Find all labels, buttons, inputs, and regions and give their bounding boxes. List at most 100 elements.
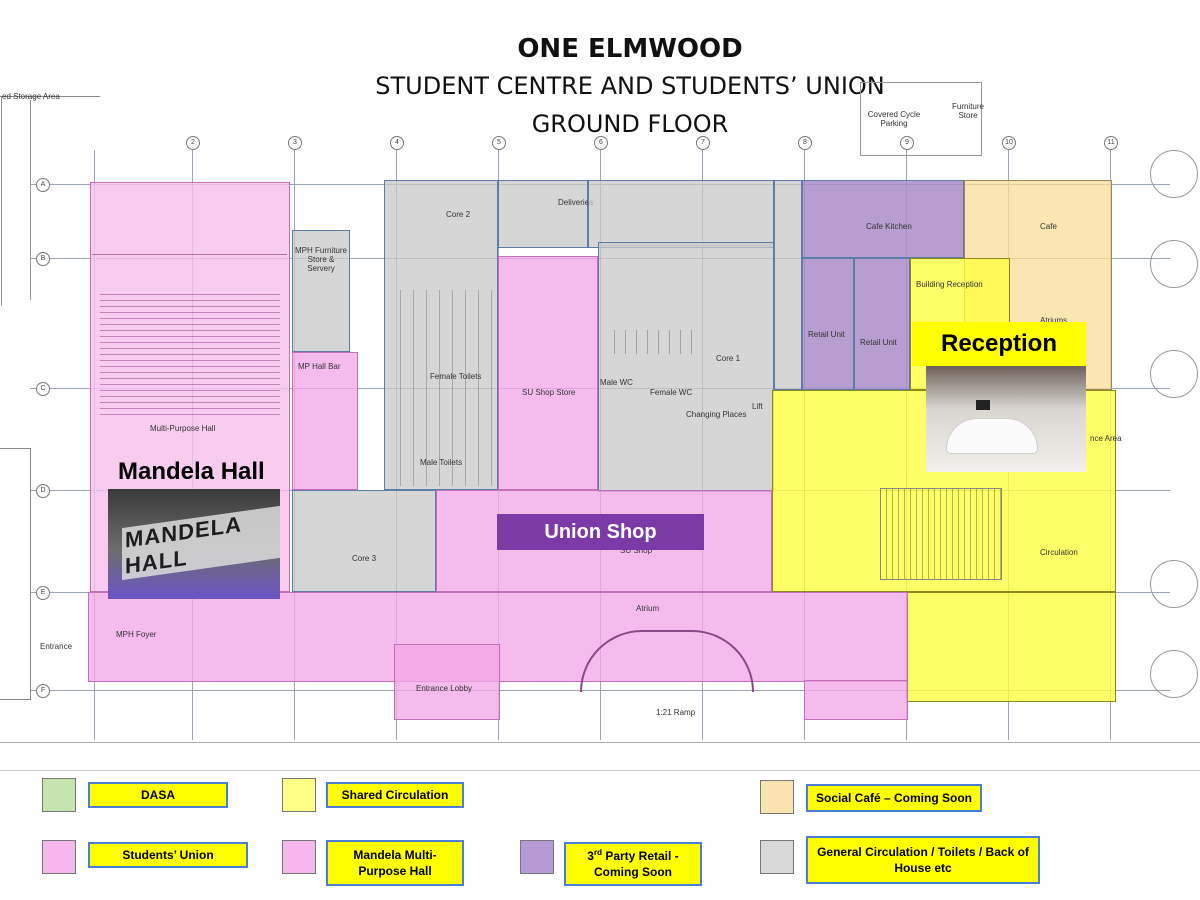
legend-swatch-dasa: [42, 778, 76, 812]
grid-marker: 6: [594, 136, 608, 150]
legend-retail-number: 3: [587, 848, 594, 863]
su-shop-store-zone: [498, 256, 598, 490]
site-line: [0, 448, 31, 700]
room-label: Entrance Lobby: [416, 684, 473, 693]
room-label: ed Storage Area: [2, 92, 60, 101]
cafe-kitchen-zone: [802, 180, 964, 258]
legend-label-social-cafe: Social Café – Coming Soon: [806, 784, 982, 812]
grid-marker: 3: [288, 136, 302, 150]
mandela-hall-label: Mandela Hall: [118, 458, 265, 485]
retail-unit-2-zone: [854, 258, 910, 390]
grid-marker: A: [36, 178, 50, 192]
room-label: Core 2: [446, 210, 471, 219]
reception-desk: [946, 418, 1038, 454]
union-shop-label: Union Shop: [497, 514, 704, 550]
legend-swatch-general-circulation: [760, 840, 794, 874]
legend-swatch-mandela-hall: [282, 840, 316, 874]
room-label: Retail Unit: [808, 330, 845, 339]
room-label: Cafe: [1040, 222, 1057, 231]
legend-swatch-shared-circulation: [282, 778, 316, 812]
grid-marker: D: [36, 484, 50, 498]
grid-marker: E: [36, 586, 50, 600]
floor-name: GROUND FLOOR: [531, 110, 729, 138]
grid-marker: 8: [798, 136, 812, 150]
map-title: ONE ELMWOOD: [517, 34, 743, 64]
room-label: Male WC: [600, 378, 633, 387]
room-label: Male Toilets: [420, 458, 463, 467]
room-label: 1:21 Ramp: [656, 708, 696, 717]
seating-block: [100, 290, 280, 420]
site-line: [0, 742, 1200, 743]
grid-marker: 9: [900, 136, 914, 150]
core-3-zone: [292, 490, 436, 592]
legend-label-dasa: DASA: [88, 782, 228, 808]
core-1-wc-zone: [598, 242, 774, 492]
tree-icon: [1150, 150, 1198, 198]
legend-label-students-union: Students’ Union: [88, 842, 248, 868]
legend-swatch-students-union: [42, 840, 76, 874]
room-label: Lift: [752, 402, 763, 411]
room-label: Retail Unit: [860, 338, 897, 347]
grid-marker: B: [36, 252, 50, 266]
room-label: Core 3: [352, 554, 377, 563]
entrance-lobby-zone: [394, 644, 500, 720]
room-label: Cafe Kitchen: [866, 222, 912, 231]
room-label: nce Area: [1090, 434, 1122, 443]
room-label: MPH Foyer: [116, 630, 157, 639]
staircase: [880, 488, 1002, 580]
grid-marker: 2: [186, 136, 200, 150]
room-label: Female Toilets: [430, 372, 482, 381]
back-of-house-zone: [588, 180, 774, 248]
retail-unit-1-zone: [802, 258, 854, 390]
room-label: Deliveries: [558, 198, 594, 207]
grid-marker: F: [36, 684, 50, 698]
grid-marker: 7: [696, 136, 710, 150]
service-zone: [774, 180, 802, 390]
stage-outline: [92, 186, 287, 255]
site-line: [860, 82, 982, 156]
legend-retail-suffix: rd: [593, 847, 602, 857]
map-subtitle: STUDENT CENTRE AND STUDENTS’ UNION: [375, 72, 885, 100]
room-label: MPH Furniture Store & Servery: [294, 246, 347, 273]
grid-marker: 5: [492, 136, 506, 150]
core-2-toilets-zone: [384, 180, 498, 490]
room-label: MP Hall Bar: [298, 362, 341, 371]
room-label: Female WC: [650, 388, 693, 397]
grid-marker: 4: [390, 136, 404, 150]
legend-label-shared-circulation: Shared Circulation: [326, 782, 464, 808]
room-label: Entrance: [40, 642, 73, 651]
room-label: Atriums: [1040, 316, 1068, 325]
furniture-store-zone: [292, 230, 350, 352]
room-label: Furniture Store: [951, 102, 984, 120]
mandela-hall-photo: MANDELA HALL: [108, 489, 280, 599]
room-label: SU Shop: [620, 546, 653, 555]
room-label: Atrium: [636, 604, 660, 613]
wc-cubicles: [604, 330, 694, 354]
mp-hall-bar-zone: [292, 352, 358, 490]
room-label: Core 1: [716, 354, 741, 363]
tree-icon: [1150, 650, 1198, 698]
legend-label-third-party-retail: 3rd Party Retail - Coming Soon: [564, 842, 702, 886]
toilet-cubicles: [388, 290, 494, 486]
tree-icon: [1150, 350, 1198, 398]
grid-marker: C: [36, 382, 50, 396]
tree-icon: [1150, 240, 1198, 288]
reception-label: Reception: [912, 322, 1086, 366]
room-label: SU Shop Store: [522, 388, 576, 397]
room-label: Covered Cycle Parking: [867, 110, 921, 128]
atrium-extension-zone: [804, 680, 908, 720]
room-label: Multi-Purpose Hall: [150, 424, 216, 433]
legend-swatch-social-cafe: [760, 780, 794, 814]
legend-label-mandela-hall: Mandela Multi-Purpose Hall: [326, 840, 464, 886]
grid-marker: 10: [1002, 136, 1016, 150]
tree-icon: [1150, 560, 1198, 608]
wall-screen: [976, 400, 990, 410]
room-label: Building Reception: [916, 280, 983, 289]
legend-swatch-third-party-retail: [520, 840, 554, 874]
photo-sign-text: MANDELA HALL: [122, 505, 280, 581]
site-line: [0, 96, 2, 306]
legend-label-general-circulation: General Circulation / Toilets / Back of …: [806, 836, 1040, 884]
grid-marker: 11: [1104, 136, 1118, 150]
room-label: Circulation: [1040, 548, 1078, 557]
